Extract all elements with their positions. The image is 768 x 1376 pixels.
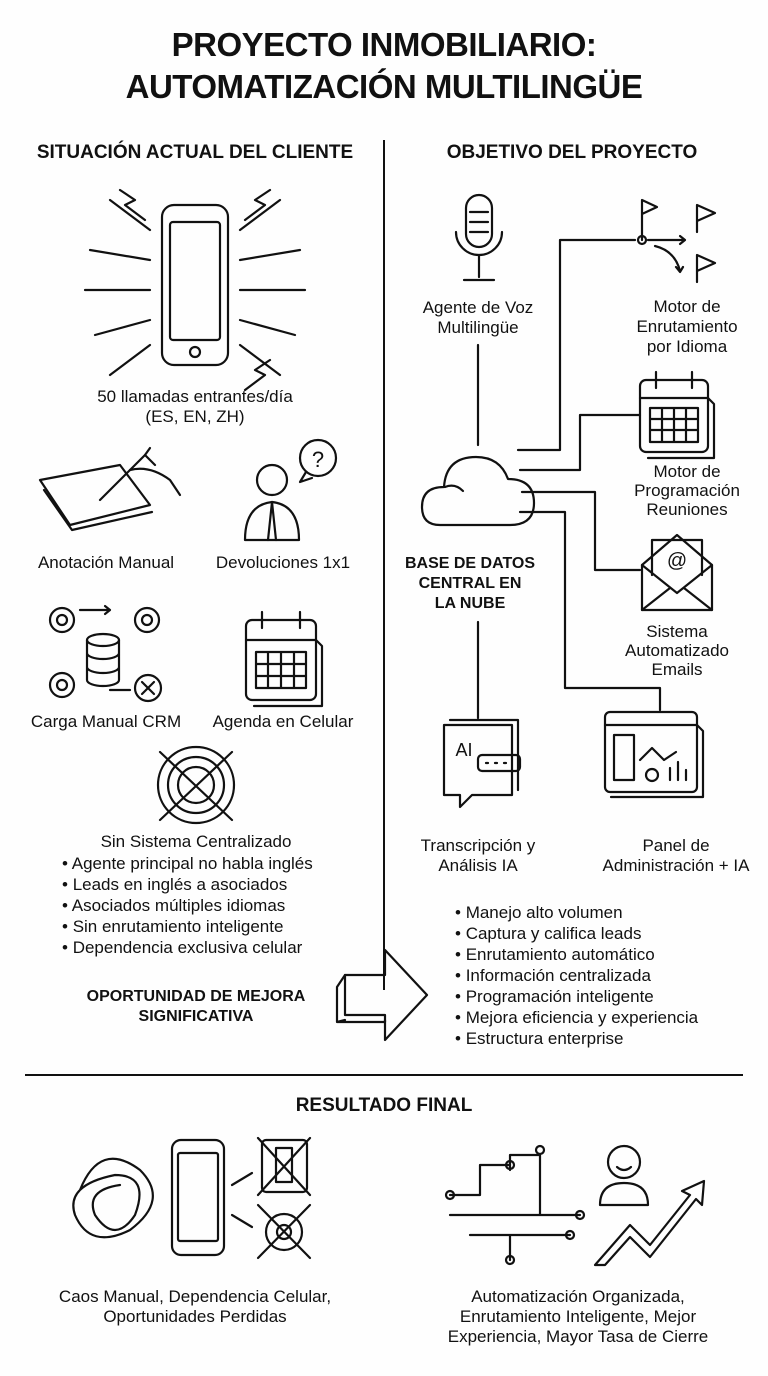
voice-agent-line-2: Multilingüe [437, 318, 519, 337]
microphone-icon [454, 193, 504, 282]
list-item: Manejo alto volumen [455, 902, 698, 923]
title-line-2: AUTOMATIZACIÓN MULTILINGÜE [125, 68, 643, 105]
item-manual-crm: Carga Manual CRM [30, 712, 182, 731]
panel-line-2: Administración + IA [602, 856, 750, 875]
ai-label: AI [455, 740, 473, 760]
vertical-divider [383, 140, 385, 990]
no-system-icon [156, 745, 236, 825]
connector-lines [476, 238, 662, 720]
left-heading: SITUACIÓN ACTUAL DEL CLIENTE [36, 142, 354, 163]
title-line-1: PROYECTO INMOBILIARIO: [171, 26, 597, 63]
item-callbacks: Devoluciones 1x1 [215, 553, 351, 572]
calls-line-1: 50 llamadas entrantes/día [97, 387, 293, 406]
admin-dashboard-icon [603, 710, 705, 799]
cloud-icon [420, 455, 536, 527]
routing-line-3: por Idioma [646, 337, 728, 356]
scheduling-line-1: Motor de [653, 462, 721, 481]
before-line-1: Caos Manual, Dependencia Celular, [58, 1287, 332, 1306]
phone-calendar-icon [244, 610, 324, 708]
list-item: Asociados múltiples idiomas [62, 895, 313, 916]
right-heading: OBJETIVO DEL PROYECTO [446, 142, 698, 163]
crm-gears-database-icon [48, 604, 163, 703]
current-issues-list: Agente principal no habla inglés Leads e… [62, 853, 313, 958]
email-envelope-icon [640, 533, 714, 612]
ringing-phone-icon [83, 188, 307, 392]
scheduling-line-3: Reuniones [646, 500, 728, 519]
horizontal-divider [25, 1074, 743, 1076]
opportunity-line-2: SIGNIFICATIVA [138, 1008, 254, 1025]
no-system-label: Sin Sistema Centralizado [100, 832, 292, 851]
scheduling-calendar-icon [638, 370, 716, 460]
before-line-2: Oportunidades Perdidas [103, 1307, 287, 1326]
transcription-line-2: Análisis IA [438, 856, 518, 875]
result-heading: RESULTADO FINAL [295, 1095, 473, 1116]
database-line-2: CENTRAL EN [418, 575, 522, 592]
list-item: Captura y califica leads [455, 923, 698, 944]
question-mark: ? [311, 447, 325, 472]
notebook-pen-icon [38, 446, 182, 532]
emails-line-3: Emails [651, 660, 703, 679]
ai-transcription-icon [442, 718, 522, 809]
transcription-line-1: Transcripción y [420, 836, 536, 855]
after-line-3: Experiencia, Mayor Tasa de Cierre [447, 1327, 709, 1346]
list-item: Estructura enterprise [455, 1028, 698, 1049]
calls-line-2: (ES, EN, ZH) [145, 407, 245, 426]
list-item: Programación inteligente [455, 986, 698, 1007]
item-phone-calendar: Agenda en Celular [212, 712, 354, 731]
database-line-3: LA NUBE [434, 595, 506, 612]
list-item: Mejora eficiencia y experiencia [455, 1007, 698, 1028]
person-question-icon [243, 438, 338, 542]
panel-line-1: Panel de [642, 836, 710, 855]
list-item: Enrutamiento automático [455, 944, 698, 965]
database-line-1: BASE DE DATOS [404, 555, 536, 572]
arrow-right-icon [335, 948, 429, 1042]
emails-line-2: Automatizado [625, 641, 729, 660]
after-line-1: Automatización Organizada, [471, 1287, 685, 1306]
list-item: Leads en inglés a asociados [62, 874, 313, 895]
routing-line-2: Enrutamiento [636, 317, 738, 336]
list-item: Dependencia exclusiva celular [62, 937, 313, 958]
after-line-2: Enrutamiento Inteligente, Mejor [459, 1307, 697, 1326]
list-item: Agente principal no habla inglés [62, 853, 313, 874]
routing-line-1: Motor de [653, 297, 721, 316]
chaos-phone-icon [72, 1136, 312, 1260]
emails-line-1: Sistema [646, 622, 708, 641]
scheduling-line-2: Programación [634, 481, 740, 500]
list-item: Información centralizada [455, 965, 698, 986]
item-manual-notes: Anotación Manual [37, 553, 175, 572]
routing-flags-icon [636, 198, 717, 284]
voice-agent-line-1: Agente de Voz [422, 298, 534, 317]
opportunity-line-1: OPORTUNIDAD DE MEJORA [86, 988, 306, 1005]
automation-growth-icon [444, 1144, 706, 1267]
objectives-list: Manejo alto volumen Captura y califica l… [455, 902, 698, 1049]
list-item: Sin enrutamiento inteligente [62, 916, 313, 937]
at-symbol: @ [666, 550, 688, 572]
